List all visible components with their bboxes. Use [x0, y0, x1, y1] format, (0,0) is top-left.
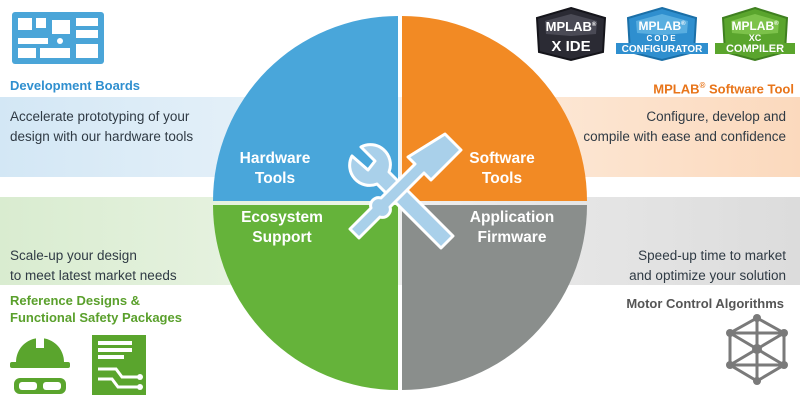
- svg-text:CONFIGURATOR: CONFIGURATOR: [622, 44, 704, 55]
- network-cube-icon: [726, 314, 788, 385]
- development-boards-header: Development Boards: [10, 78, 141, 93]
- hardware-description-line-1: Accelerate prototyping of your: [10, 109, 190, 124]
- firmware-label-line-1: Application: [469, 209, 555, 226]
- software-tool-word: Software Tool: [705, 81, 794, 97]
- software-description-line-1: Configure, develop and: [646, 109, 786, 124]
- mplab-word: MPLAB: [653, 81, 700, 97]
- document-circuit-icon: [92, 335, 146, 395]
- application-firmware-label: Application Firmware: [452, 208, 572, 248]
- svg-text:MPLAB®: MPLAB®: [731, 19, 779, 33]
- software-tools-label: Software Tools: [442, 149, 562, 189]
- mplab-software-tool-header: MPLAB® Software Tool: [653, 77, 794, 97]
- ecosystem-support-label: Ecosystem Support: [222, 208, 342, 248]
- svg-text:MPLAB®: MPLAB®: [546, 19, 597, 34]
- firmware-quadrant: [402, 205, 587, 390]
- ecosystem-description-line-2: to meet latest market needs: [10, 268, 177, 283]
- ecosystem-label-line-1: Ecosystem: [241, 209, 323, 226]
- mplab-x-ide-logo: MPLAB® X IDE: [535, 6, 607, 62]
- registered-mark: ®: [699, 81, 706, 90]
- svg-text:XC: XC: [749, 33, 762, 43]
- quadrant-wheel: [213, 16, 587, 390]
- circuit-board-icon: [12, 12, 104, 64]
- firmware-description-line-1: Speed-up time to market: [638, 248, 786, 263]
- reference-designs-header-line-2: Functional Safety Packages: [10, 310, 182, 325]
- wrench-screwdriver-icon: [348, 132, 463, 250]
- hardware-description-line-2: design with our hardware tools: [10, 129, 194, 144]
- software-description-line-2: compile with ease and confidence: [583, 129, 786, 144]
- hard-hat-goggles-icon: [10, 336, 70, 394]
- motor-control-header: Motor Control Algorithms: [626, 296, 784, 311]
- firmware-label-line-2: Firmware: [477, 229, 547, 246]
- svg-text:COMPILER: COMPILER: [726, 43, 784, 55]
- software-label-line-2: Tools: [481, 170, 523, 187]
- hardware-tools-label: Hardware Tools: [215, 149, 335, 189]
- ecosystem-quadrant: [213, 205, 398, 390]
- hardware-label-line-1: Hardware: [239, 150, 311, 167]
- ecosystem-label-line-2: Support: [252, 229, 312, 246]
- firmware-description-line-2: and optimize your solution: [629, 268, 786, 283]
- mplab-code-configurator-logo: MPLAB® CODE CONFIGURATOR: [616, 6, 708, 62]
- svg-text:X IDE: X IDE: [551, 38, 590, 55]
- reference-designs-header-line-1: Reference Designs &: [10, 293, 141, 308]
- ecosystem-description-line-1: Scale-up your design: [10, 248, 137, 263]
- svg-text:CODE: CODE: [646, 34, 677, 43]
- svg-text:MPLAB®: MPLAB®: [638, 19, 686, 33]
- hardware-label-line-2: Tools: [254, 170, 296, 187]
- mplab-xc-compiler-logo: MPLAB® XC COMPILER: [715, 6, 795, 62]
- software-label-line-1: Software: [469, 150, 535, 167]
